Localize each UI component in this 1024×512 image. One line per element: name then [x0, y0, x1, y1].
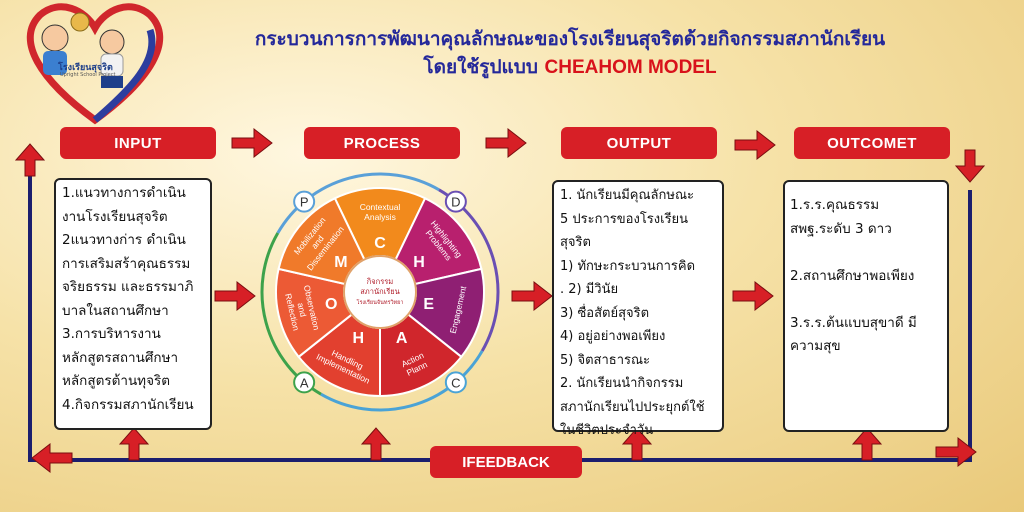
outer-letter-4: A	[300, 375, 309, 390]
arrow-loop-right-bottom	[935, 436, 977, 468]
input-line-6: บาลในสถานศึกษา	[62, 302, 169, 319]
outer-ring-arc-3	[320, 350, 484, 412]
feedback-loop-left-line	[28, 160, 430, 462]
input-line-8: หลักสูตรสถานศึกษา	[62, 349, 179, 366]
wheel-letter-2: H	[413, 254, 425, 271]
arrow-process-to-output	[485, 127, 527, 159]
logo-child-left-body	[43, 51, 67, 75]
wheel-segment-label-word: and	[296, 302, 309, 318]
output-line-2: 5 ประการของโรงเรียน	[560, 211, 689, 227]
input-box: 1.แนวทางการดำเนินงานโรงเรียนสุจริต 2แนวทา…	[54, 178, 212, 430]
input-line-2: งานโรงเรียนสุจริต	[62, 208, 168, 225]
outer-badge-c-3	[444, 371, 467, 394]
arrow-feedback-up-3	[621, 427, 653, 461]
process-header: PROCESS	[304, 127, 460, 159]
arrow-wheel-to-output-box	[511, 280, 553, 312]
page-subtitle: โดยใช้รูปแบบ CHEAHOM MODEL	[190, 52, 950, 82]
outer-badge-a-4	[293, 371, 316, 394]
wheel-letter-5: H	[353, 330, 365, 347]
wheel-letter-4: A	[396, 330, 408, 347]
output-line-1: 1. นักเรียนมีคุณลักษณะ	[560, 188, 694, 203]
outcome-line-6: 3.ร.ร.ต้นแบบสุขาดี มี	[790, 314, 917, 331]
logo-heart-left	[26, 3, 164, 125]
output-line-4: 1) ทักษะกระบวนการคิด	[560, 258, 696, 274]
output-line-8: 5) จิตสาธารณะ	[560, 352, 651, 368]
wheel-letter-3: E	[423, 296, 434, 313]
arrow-input-to-process	[231, 127, 273, 159]
output-list: 1. นักเรียนมีคุณลักษณะ 5 ประการของโรงเรีย…	[560, 184, 722, 443]
outer-ring-arc-1	[276, 172, 440, 234]
model-name: CHEAHOM MODEL	[544, 57, 717, 78]
arrow-feedback-up-4	[851, 427, 883, 461]
output-line-11: ในชีวิตประจำวัน	[560, 423, 654, 438]
output-header: OUTPUT	[561, 127, 717, 159]
input-line-10: 4.กิจกรรมสภานักเรียน	[62, 396, 194, 413]
arrow-feedback-up-2	[360, 427, 392, 461]
logo-emblem-icon	[70, 12, 90, 32]
subtitle-prefix: โดยใช้รูปแบบ	[423, 56, 545, 78]
outer-letter-1: P	[300, 195, 309, 210]
output-line-7: 4) อยู่อย่างพอเพียง	[560, 329, 666, 344]
outcome-line-1: 1.ร.ร.คุณธรรม	[790, 197, 880, 213]
output-box: 1. นักเรียนมีคุณลักษณะ 5 ประการของโรงเรีย…	[552, 180, 724, 438]
logo-child-right-legs	[101, 76, 123, 88]
wheel-segment-label-word: Analysis	[364, 212, 396, 222]
outcome-box: 1.ร.ร.คุณธรรมสพฐ.ระดับ 3 ดาว 2.สถานศึกษา…	[783, 180, 949, 432]
wheel-letter-7: M	[334, 254, 347, 271]
outcome-line-2: สพฐ.ระดับ 3 ดาว	[790, 220, 892, 237]
logo-text: โรงเรียนสุจริต	[58, 63, 113, 73]
page-title: กระบวนการการพัฒนาคุณลักษณะของโรงเรียนสุจ…	[254, 28, 886, 50]
output-line-6: 3) ซื่อสัตย์สุจริต	[560, 305, 650, 321]
input-line-5: จริยธรรม และธรรมาภิ	[62, 279, 194, 295]
logo-heart-right	[92, 28, 156, 123]
wheel-letter-1: C	[374, 235, 386, 252]
wheel-center-text-1: กิจกรรม	[366, 277, 393, 286]
arrow-loop-down-right	[954, 149, 986, 183]
input-line-9: หลักสูตรต้านทุจริต	[62, 373, 171, 389]
input-line-3: 2แนวทางก่าร ดำเนิน	[62, 232, 186, 248]
outer-letter-2: D	[451, 195, 460, 210]
arrow-input-box-to-wheel	[214, 280, 256, 312]
wheel-center-text-2: สภานักเรียน	[360, 287, 400, 296]
arrow-output-box-to-outcome-box	[732, 280, 774, 312]
arrow-output-to-outcome	[734, 129, 776, 161]
outer-letter-3: C	[451, 375, 460, 390]
arrow-feedback-up-1	[118, 427, 150, 461]
output-line-5: . 2) มีวินัย	[560, 282, 619, 297]
wheel-center-text-3: โรงเรียนจันทรวิทยา	[357, 298, 404, 306]
output-line-9: 2. นักเรียนนำกิจกรรม	[560, 376, 684, 391]
output-line-3: สุจริต	[560, 235, 591, 250]
input-line-7: 3.การบริหารงาน	[62, 326, 161, 342]
wheel-center	[343, 255, 417, 329]
input-header: INPUT	[60, 127, 216, 159]
arrow-loop-left-bottom	[31, 442, 73, 474]
output-line-10: สภานักเรียนไปประยุกต์ใช้	[560, 399, 705, 415]
input-list: 1.แนวทางการดำเนินงานโรงเรียนสุจริต 2แนวทา…	[62, 182, 210, 417]
input-line-4: การเสริมสร้าคุณธรรม	[62, 255, 191, 272]
feedback-loop-right-line	[582, 190, 972, 462]
outcome-list: 1.ร.ร.คุณธรรมสพฐ.ระดับ 3 ดาว 2.สถานศึกษา…	[790, 194, 947, 359]
outcome-line-7: ความสุข	[790, 338, 841, 354]
outer-badge-p-1	[293, 190, 316, 213]
input-line-1: 1.แนวทางการดำเนิน	[62, 185, 186, 201]
wheel-letter-6: O	[325, 296, 337, 313]
outcome-header: OUTCOMET	[794, 127, 950, 159]
feedback-header: IFEEDBACK	[430, 446, 582, 478]
wheel-segment-label-word: Contextual	[360, 202, 401, 212]
outer-badge-d-2	[444, 190, 467, 213]
logo-subtext: Upright School Project	[60, 72, 116, 78]
outcome-line-4: 2.สถานศึกษาพอเพียง	[790, 267, 915, 284]
arrow-loop-up-left	[14, 143, 46, 177]
